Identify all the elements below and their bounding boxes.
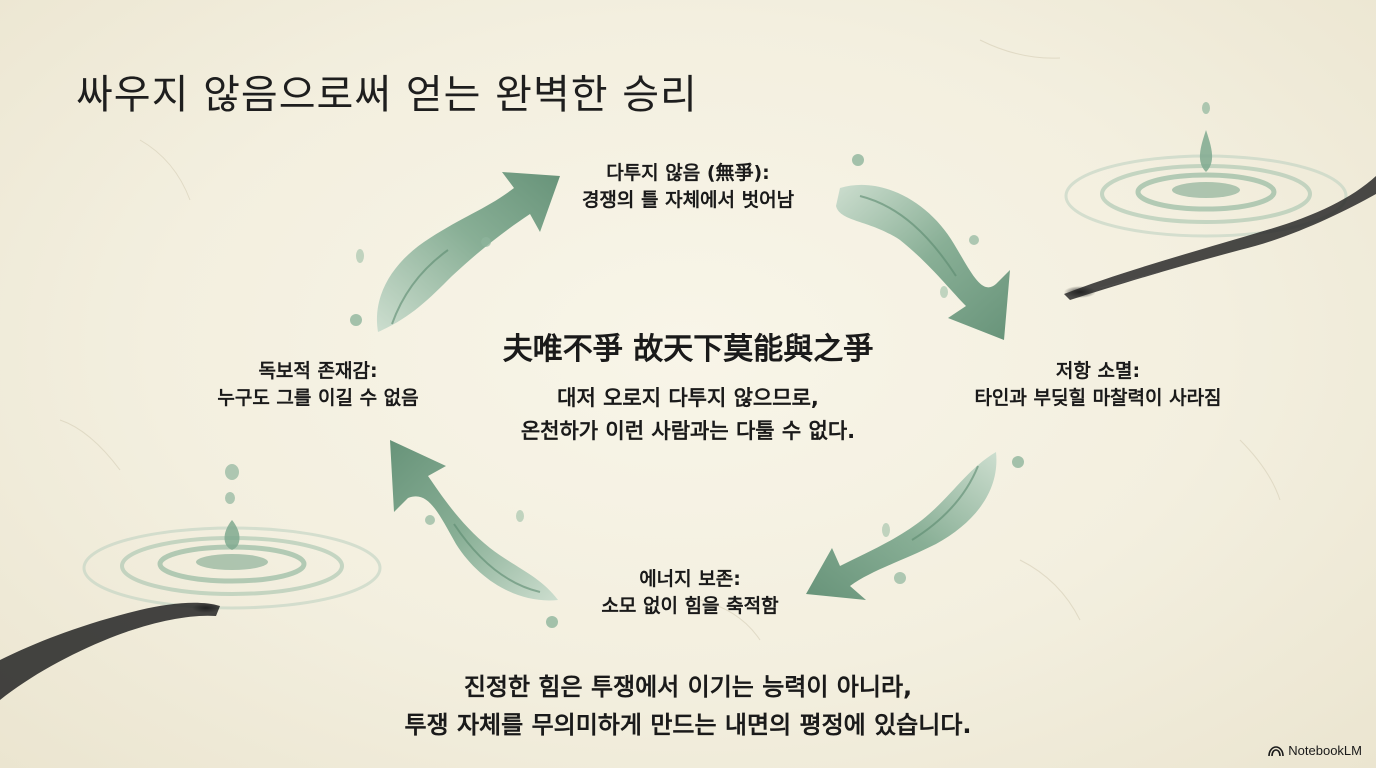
water-ripple-bottom-left xyxy=(84,464,380,608)
water-ripple-top-right xyxy=(1066,102,1346,236)
flow-arrow-bottom xyxy=(806,452,1024,600)
flow-arrow-right xyxy=(836,154,1010,340)
cycle-label-bottom-heading: 에너지 보존: xyxy=(570,566,810,593)
ink-brush-stroke-left xyxy=(0,603,220,700)
cycle-label-top: 다투지 않음 (無爭): 경쟁의 틀 자체에서 벗어남 xyxy=(548,160,828,214)
cycle-label-right-heading: 저항 소멸: xyxy=(930,358,1266,385)
flow-arrow-left xyxy=(390,440,558,628)
classical-quote: 夫唯不爭 故天下莫能與之爭 xyxy=(438,324,938,368)
notebooklm-brand: NotebookLM xyxy=(1268,743,1362,758)
quote-translation-line2: 온천하가 이런 사람과는 다툴 수 없다. xyxy=(438,415,938,448)
cycle-label-left: 독보적 존재감: 누구도 그를 이길 수 없음 xyxy=(184,358,452,412)
cycle-label-top-description: 경쟁의 틀 자체에서 벗어남 xyxy=(548,187,828,214)
flow-arrow-top xyxy=(350,172,560,332)
cycle-label-right-description: 타인과 부딪힐 마찰력이 사라짐 xyxy=(930,385,1266,412)
cycle-label-left-heading: 독보적 존재감: xyxy=(184,358,452,385)
cycle-label-right: 저항 소멸: 타인과 부딪힐 마찰력이 사라짐 xyxy=(930,358,1266,412)
conclusion-line2: 투쟁 자체를 무의미하게 만드는 내면의 평정에 있습니다. xyxy=(288,706,1088,744)
conclusion-text: 진정한 힘은 투쟁에서 이기는 능력이 아니라, 투쟁 자체를 무의미하게 만드… xyxy=(288,668,1088,744)
cycle-label-bottom-description: 소모 없이 힘을 축적함 xyxy=(570,593,810,620)
cycle-label-left-description: 누구도 그를 이길 수 없음 xyxy=(184,385,452,412)
conclusion-line1: 진정한 힘은 투쟁에서 이기는 능력이 아니라, xyxy=(288,668,1088,706)
notebooklm-logo-icon xyxy=(1268,745,1284,757)
quote-translation: 대저 오로지 다투지 않으므로, 온천하가 이런 사람과는 다툴 수 없다. xyxy=(438,382,938,448)
cycle-label-bottom: 에너지 보존: 소모 없이 힘을 축적함 xyxy=(570,566,810,620)
brand-label: NotebookLM xyxy=(1288,743,1362,758)
cycle-label-top-heading: 다투지 않음 (無爭): xyxy=(548,160,828,187)
quote-translation-line1: 대저 오로지 다투지 않으므로, xyxy=(438,382,938,415)
page-title: 싸우지 않음으로써 얻는 완벽한 승리 xyxy=(76,62,698,120)
